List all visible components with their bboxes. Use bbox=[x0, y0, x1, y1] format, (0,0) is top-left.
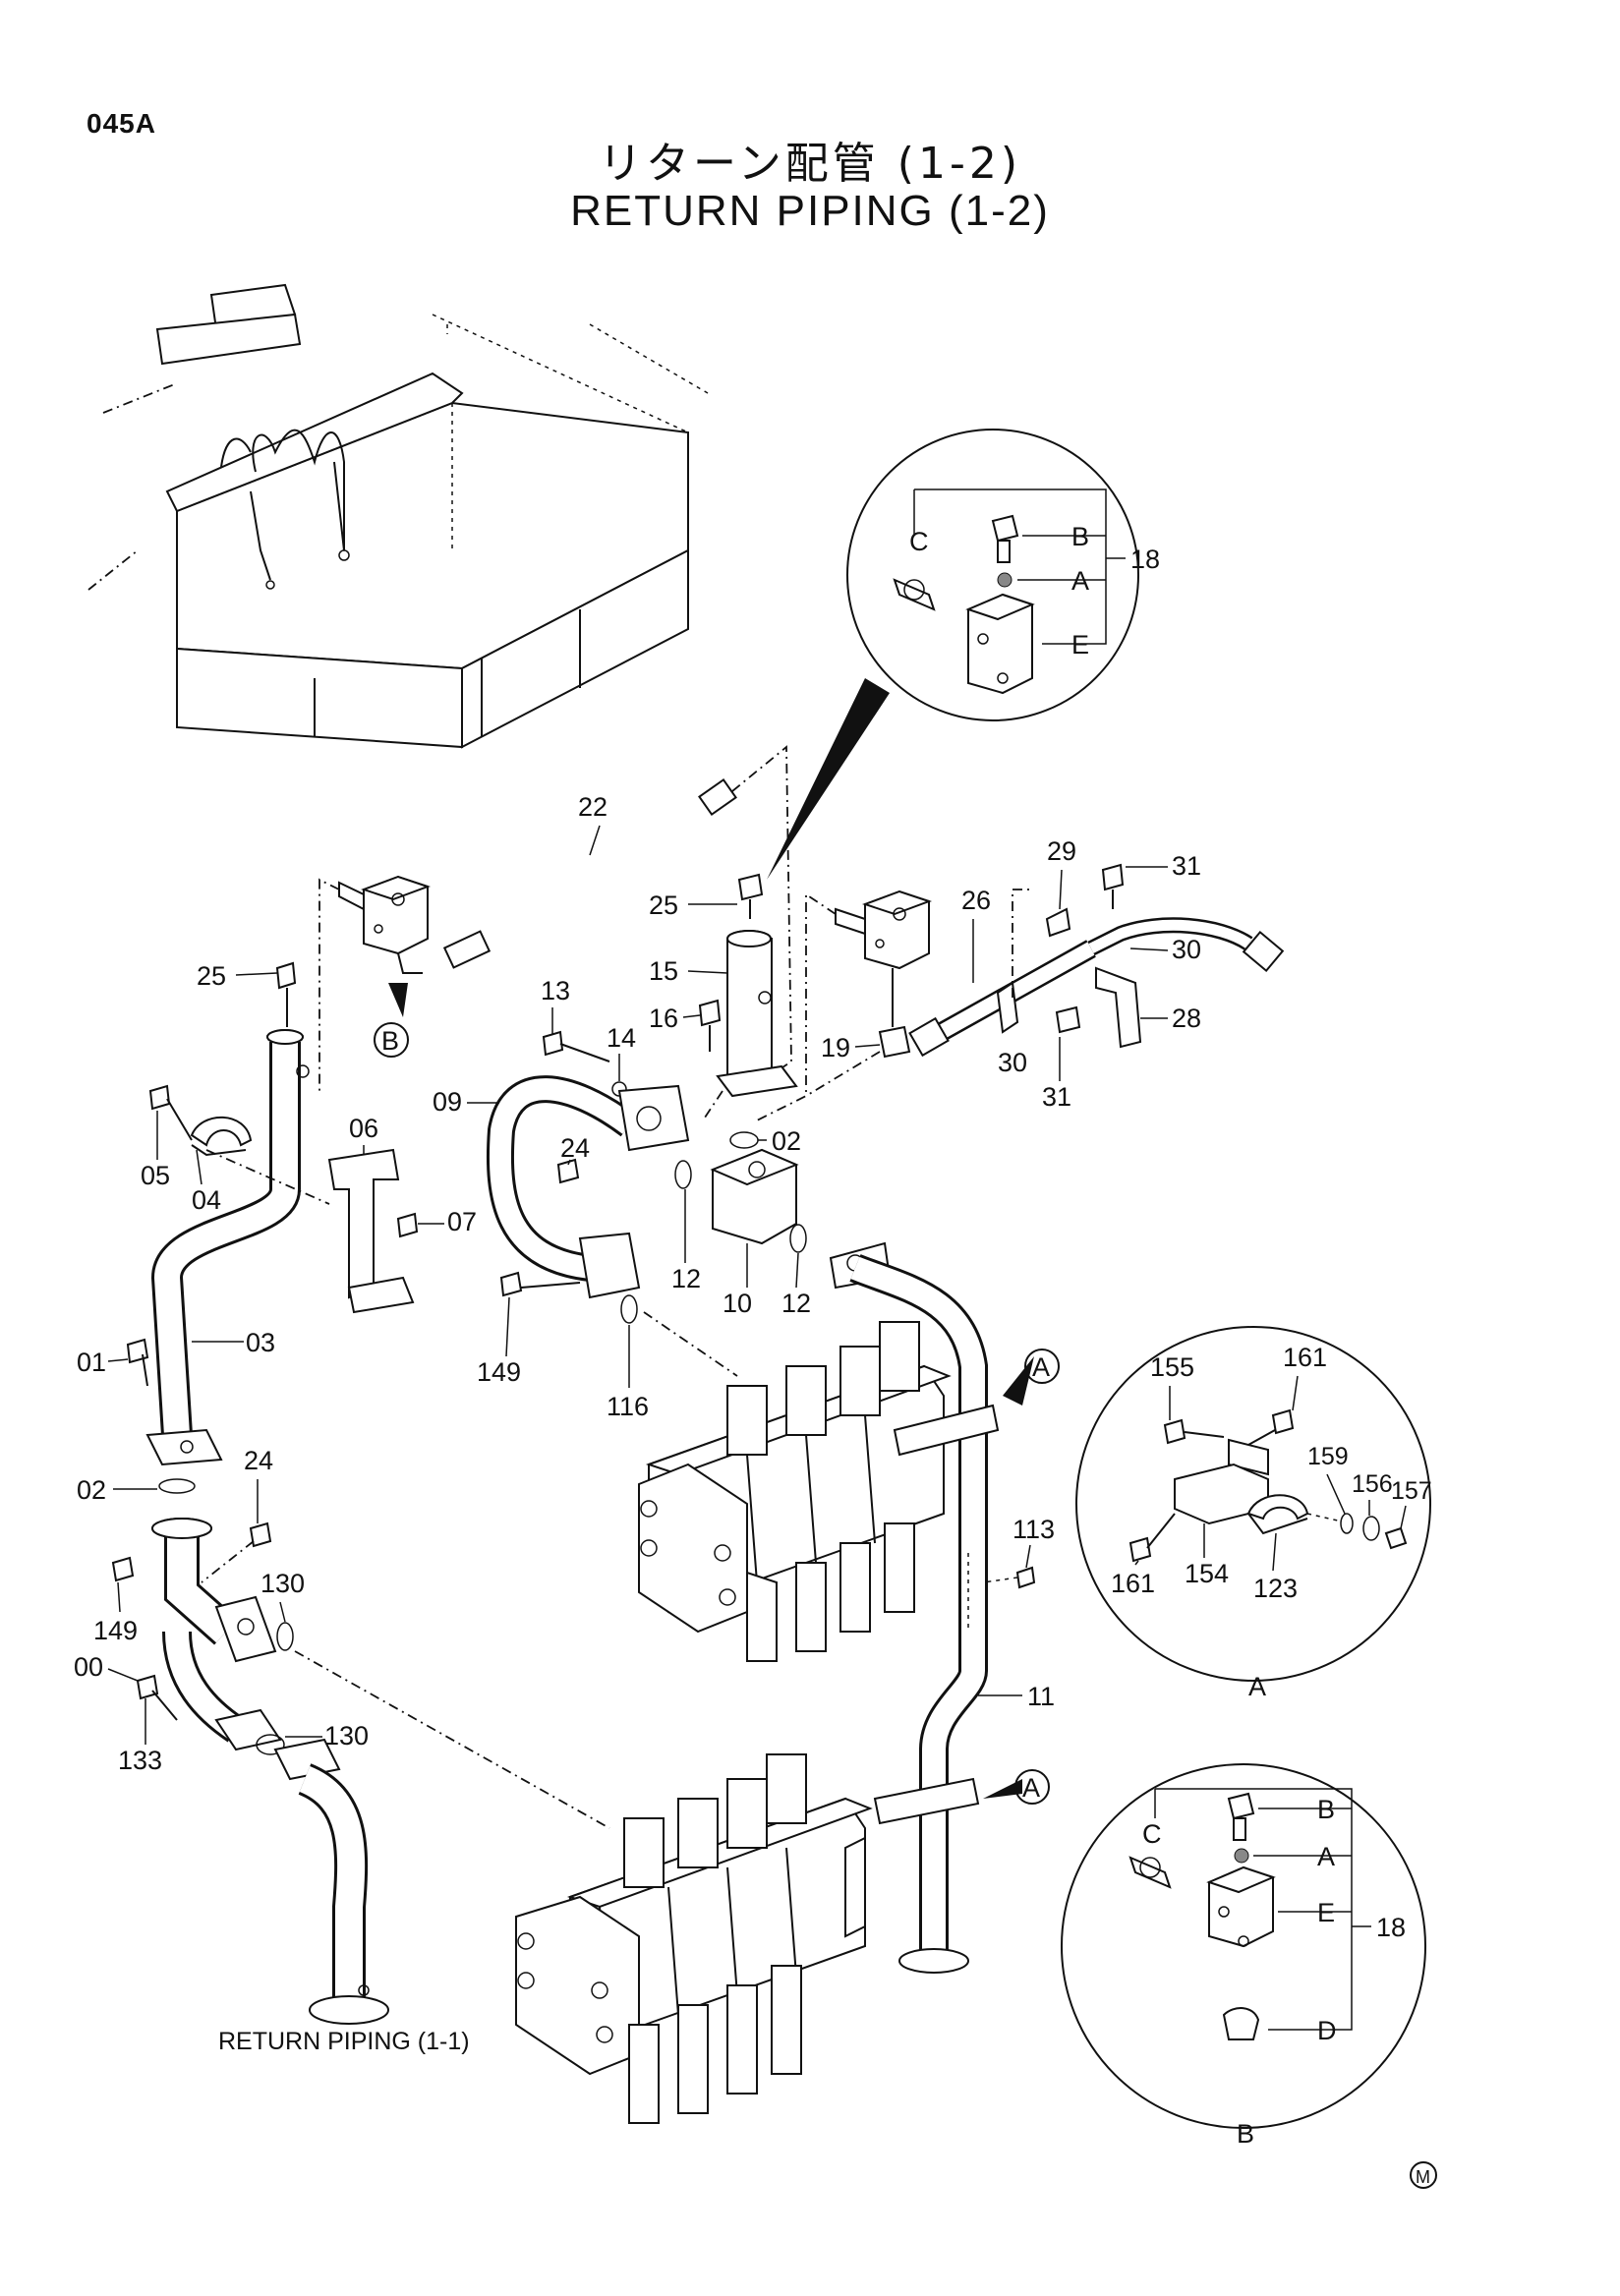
label-09: 09 bbox=[433, 1087, 462, 1117]
return-piping-reference: RETURN PIPING (1-1) bbox=[218, 2028, 470, 2055]
label-157: 157 bbox=[1391, 1477, 1432, 1505]
label-130-upper: 130 bbox=[260, 1569, 305, 1598]
pipe-11-drawing bbox=[829, 1241, 1036, 1974]
label-c-detail-b: C bbox=[1142, 1819, 1162, 1849]
label-02-left: 02 bbox=[77, 1475, 106, 1505]
label-16: 16 bbox=[649, 1004, 678, 1033]
valve-block-middle bbox=[756, 890, 933, 1121]
label-24-middle: 24 bbox=[560, 1133, 590, 1163]
corner-mark: M bbox=[1416, 2167, 1430, 2187]
label-19: 19 bbox=[821, 1033, 850, 1062]
label-00: 00 bbox=[74, 1652, 103, 1682]
callout-a-upper-circle bbox=[1024, 1349, 1060, 1384]
callout-a-upper: A bbox=[1032, 1352, 1050, 1382]
label-a: A bbox=[1071, 566, 1089, 596]
control-valve-upper bbox=[638, 1321, 952, 1662]
callout-a-lower-circle bbox=[1014, 1769, 1050, 1805]
label-c: C bbox=[909, 527, 929, 556]
label-22: 22 bbox=[578, 792, 608, 822]
label-01: 01 bbox=[77, 1348, 106, 1377]
detail-b-caption: B bbox=[1237, 2119, 1254, 2149]
label-156: 156 bbox=[1352, 1470, 1393, 1498]
label-14: 14 bbox=[607, 1023, 636, 1053]
label-07: 07 bbox=[447, 1207, 477, 1236]
label-113: 113 bbox=[1012, 1515, 1055, 1544]
label-116: 116 bbox=[607, 1392, 649, 1421]
label-06: 06 bbox=[349, 1114, 378, 1143]
label-e-detail-b: E bbox=[1317, 1898, 1335, 1927]
label-25-left: 25 bbox=[197, 961, 226, 991]
label-12-left: 12 bbox=[671, 1264, 701, 1293]
label-25-upper: 25 bbox=[649, 890, 678, 920]
page-code: 045A bbox=[87, 108, 156, 139]
label-28: 28 bbox=[1172, 1004, 1201, 1033]
label-26: 26 bbox=[961, 886, 991, 915]
label-13: 13 bbox=[541, 976, 570, 1005]
label-31-lower: 31 bbox=[1042, 1082, 1071, 1112]
label-149-lower: 149 bbox=[93, 1616, 138, 1645]
detail-circle-valve-b bbox=[1061, 1763, 1426, 2129]
label-161-upper: 161 bbox=[1283, 1343, 1327, 1372]
label-31-upper: 31 bbox=[1172, 851, 1201, 881]
label-d-detail-b: D bbox=[1317, 2016, 1337, 2045]
tube-15-drawing bbox=[698, 873, 798, 1121]
label-149-upper: 149 bbox=[477, 1357, 521, 1387]
label-12-right: 12 bbox=[781, 1289, 811, 1318]
label-02-upper: 02 bbox=[772, 1126, 801, 1156]
page-title: RETURN PIPING (1-2) bbox=[570, 187, 1050, 235]
detail-circle-valve-18 bbox=[767, 429, 1139, 880]
label-130-lower: 130 bbox=[324, 1721, 369, 1751]
label-154: 154 bbox=[1185, 1559, 1229, 1588]
label-18-top: 18 bbox=[1130, 545, 1160, 574]
label-24-lower: 24 bbox=[244, 1446, 273, 1475]
valve-block-left bbox=[318, 875, 432, 1091]
detail-a-caption: A bbox=[1248, 1672, 1266, 1701]
label-b-detail-b: B bbox=[1317, 1795, 1335, 1824]
label-133: 133 bbox=[118, 1746, 162, 1775]
label-30-right: 30 bbox=[1172, 935, 1201, 964]
label-10: 10 bbox=[723, 1289, 752, 1318]
pipe-00-drawing bbox=[111, 1518, 610, 2025]
callout-b-circle bbox=[374, 1022, 409, 1058]
callout-a-lower: A bbox=[1022, 1773, 1040, 1803]
label-05: 05 bbox=[141, 1161, 170, 1190]
label-03: 03 bbox=[246, 1328, 275, 1357]
label-b: B bbox=[1071, 522, 1089, 551]
label-155: 155 bbox=[1150, 1352, 1194, 1382]
pipe-09-drawing bbox=[486, 1030, 807, 1324]
detail-circle-clamp-a bbox=[1075, 1326, 1431, 1682]
machine-body-drawing bbox=[87, 283, 709, 749]
label-18-bottom: 18 bbox=[1376, 1913, 1406, 1942]
hose-22-drawing bbox=[442, 745, 792, 1092]
label-123: 123 bbox=[1253, 1574, 1298, 1603]
pipe-03-drawing bbox=[126, 961, 419, 1494]
callout-b: B bbox=[381, 1026, 399, 1056]
label-15: 15 bbox=[649, 956, 678, 986]
hose-26-drawing bbox=[908, 863, 1285, 1058]
control-valve-lower bbox=[515, 1753, 873, 2124]
label-04: 04 bbox=[192, 1185, 221, 1215]
label-161-lower: 161 bbox=[1111, 1569, 1155, 1598]
corner-mark-circle bbox=[1410, 2161, 1437, 2189]
label-11: 11 bbox=[1027, 1682, 1055, 1711]
label-a-detail-b: A bbox=[1317, 1842, 1335, 1871]
label-e: E bbox=[1071, 630, 1089, 660]
page-title-japanese: リターン配管 (1-2) bbox=[599, 139, 1021, 189]
label-29: 29 bbox=[1047, 836, 1076, 866]
label-159: 159 bbox=[1307, 1443, 1349, 1470]
label-30-lower: 30 bbox=[998, 1048, 1027, 1077]
